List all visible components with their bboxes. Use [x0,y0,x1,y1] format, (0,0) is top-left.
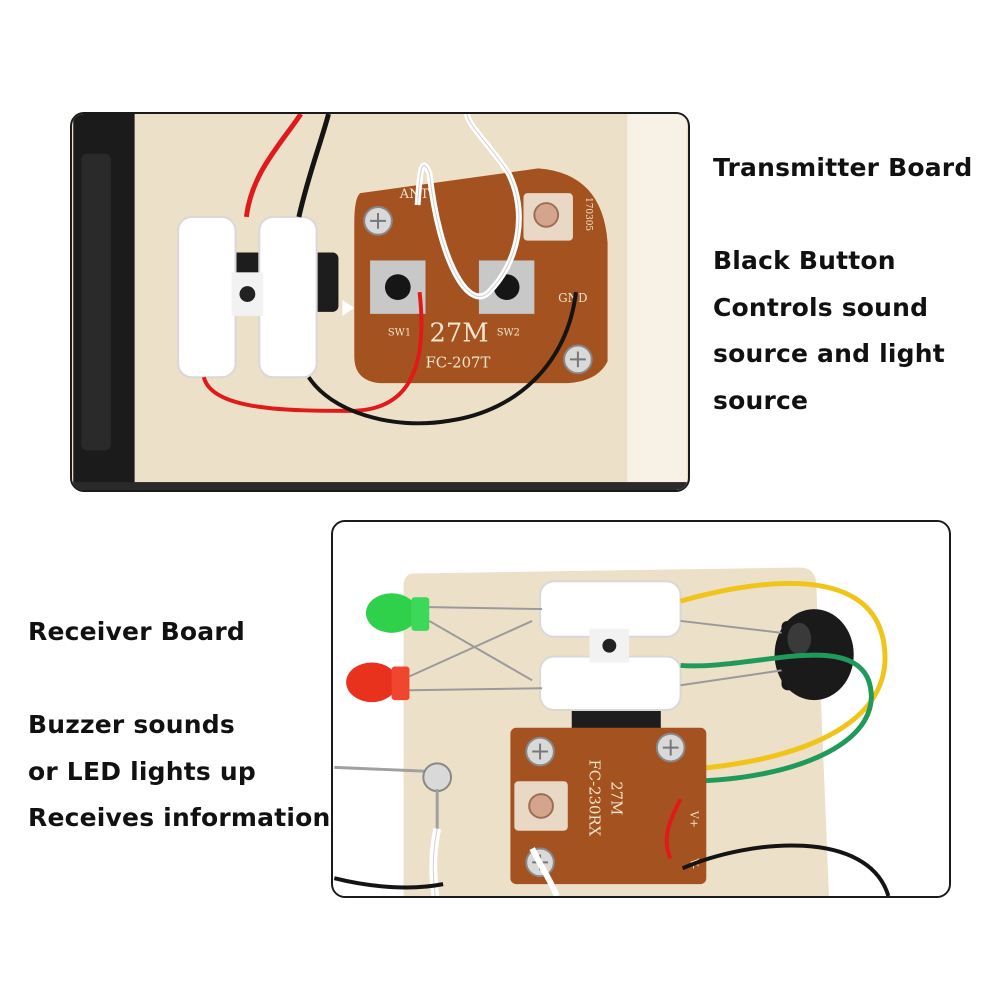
pcb-ant-label: ANT [399,187,430,202]
transmitter-desc-line: Black Button [713,246,896,275]
receiver-desc-line: Receives information [28,803,331,832]
white-connector-left [177,215,237,379]
receiver-desc-line: or LED lights up [28,756,256,786]
transmitter-photo: ANT SW1 SW2 GND 27M FC-207T 170305 [70,112,690,492]
receiver-pcb-model-label: 27M [607,781,624,815]
pcb-part-label: FC-207T [426,354,491,371]
white-connector-top [539,580,682,638]
receiver-board-illustration: FC-230RX 27M V+ V- [333,522,948,896]
transmitter-board-illustration: ANT SW1 SW2 GND 27M FC-207T 170305 [73,114,687,490]
pcb-model-label: 27M [429,319,488,349]
receiver-title: Receiver Board [28,617,245,646]
red-led [346,662,398,703]
receiver-desc-line: Buzzer sounds [28,710,235,739]
transmitter-caption: Transmitter Board Black Button Controls … [713,145,972,424]
receiver-photo: FC-230RX 27M V+ V- [331,520,951,898]
receiver-pcb [510,727,707,885]
white-connector-right [258,215,318,379]
receiver-pcb-part-label: FC-230RX [586,759,603,836]
pcb-sw1-label: SW1 [388,328,411,339]
receiver-caption: Receiver Board Buzzer sounds or LED ligh… [28,609,331,842]
transmitter-desc-line: source and light [713,339,945,368]
white-connector-bottom [539,655,682,711]
receiver-pcb-vplus-label: V+ [687,810,700,828]
pcb-pot-code: 170305 [583,197,593,231]
transmitter-desc-line: source [713,385,809,415]
pcb-gnd-label: GND [558,291,587,305]
green-led [365,593,418,633]
pcb-sw2-label: SW2 [497,328,520,339]
transmitter-desc-line: Controls sound [713,292,929,322]
transmitter-title: Transmitter Board [713,153,973,182]
